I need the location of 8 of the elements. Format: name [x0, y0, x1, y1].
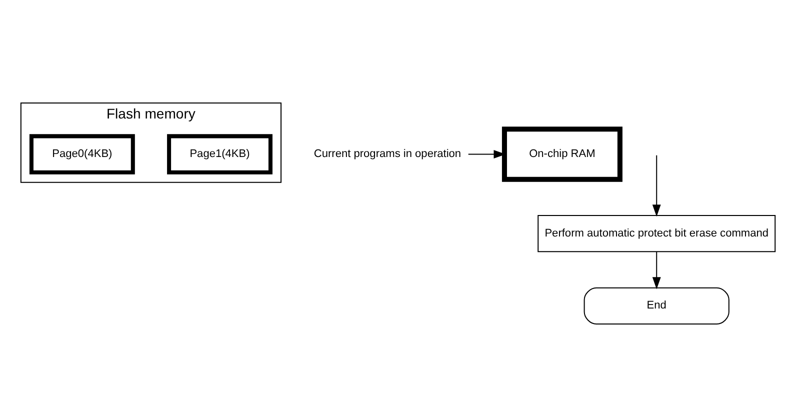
arrow: [652, 252, 661, 290]
arrow: [652, 155, 661, 217]
node-text: Current programs in operation: [314, 148, 462, 160]
node-box: Page1(4KB): [167, 134, 272, 174]
node-box: End: [584, 287, 730, 324]
node-box: Page0(4KB): [29, 134, 135, 174]
node-box: Perform automatic protect bit erase command: [538, 215, 776, 252]
node-box: On-chip RAM: [502, 126, 622, 182]
